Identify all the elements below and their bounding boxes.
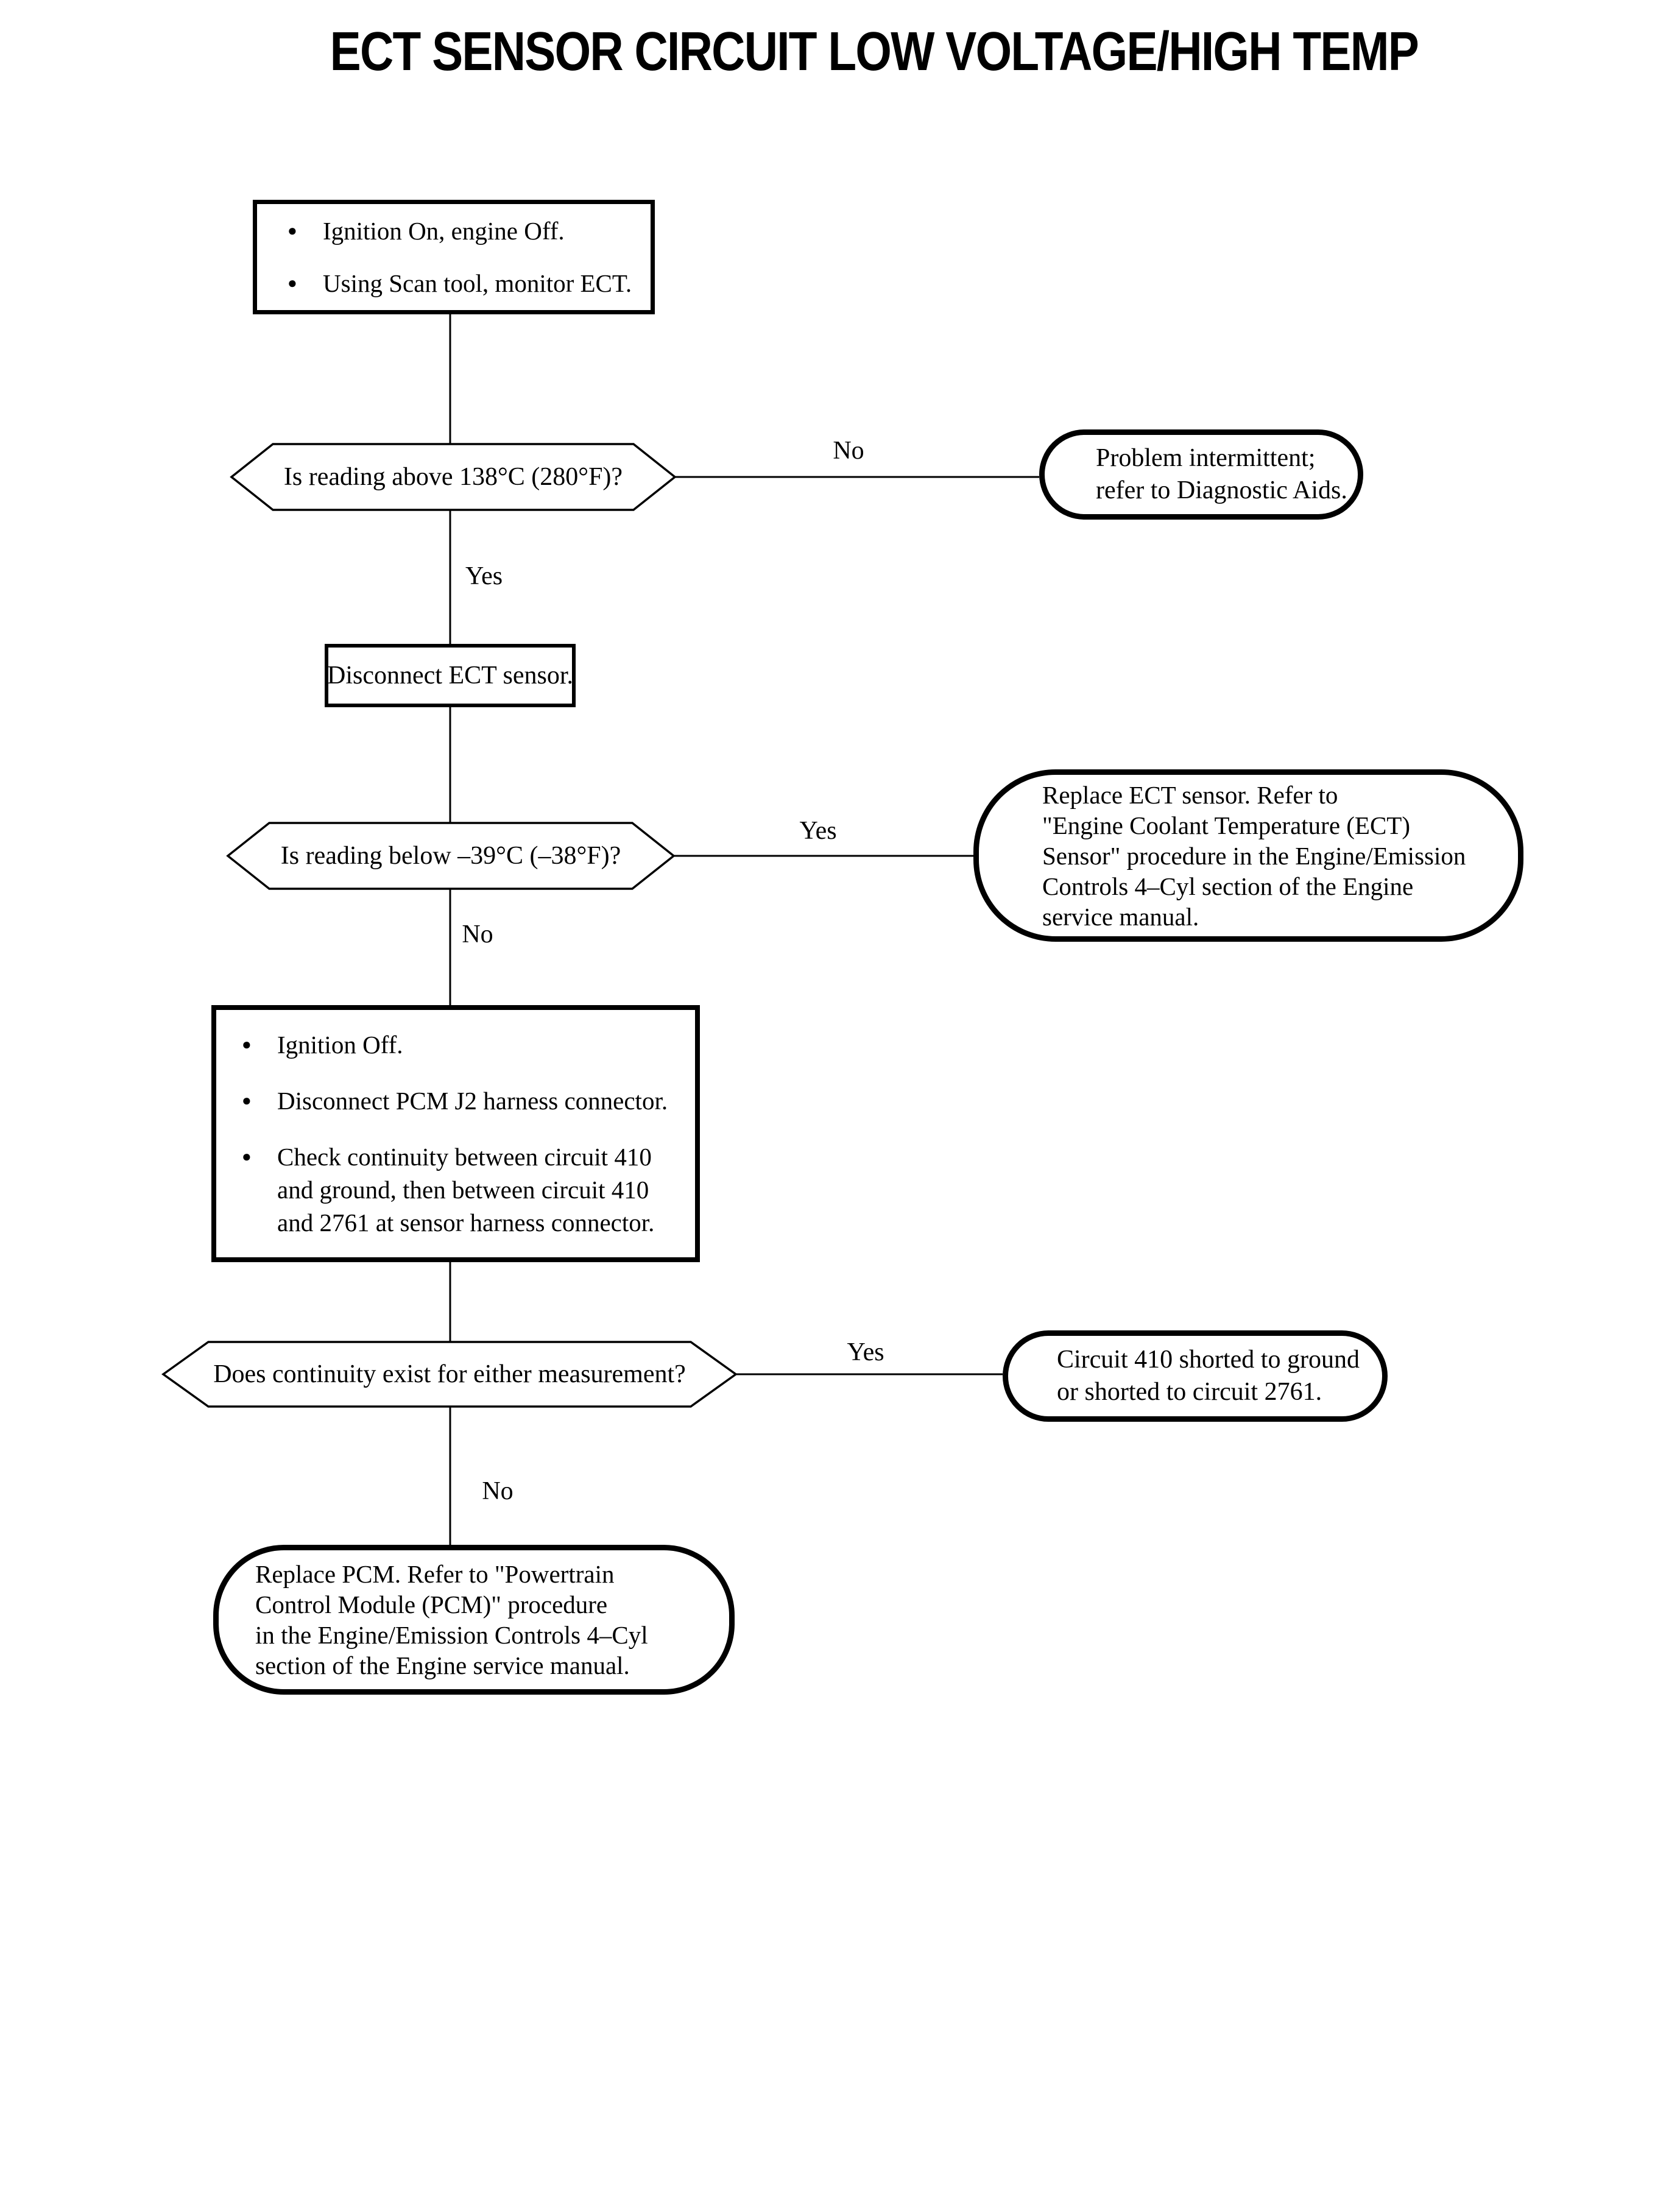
bullet-icon: ● (288, 222, 297, 239)
start-box: ● Ignition On, engine Off. ● Using Scan … (253, 200, 655, 314)
list-item: ● Using Scan tool, monitor ECT. (288, 267, 644, 300)
terminal-line: Sensor" procedure in the Engine/Emission (1042, 841, 1466, 870)
check-item-3: Check continuity between circuit 410 and… (277, 1143, 655, 1237)
terminal-line: Controls 4–Cyl section of the Engine (1042, 872, 1414, 900)
decision2-label: Is reading below –39°C (–38°F)? (280, 842, 621, 870)
terminal-replace-ect: Replace ECT sensor. Refer to "Engine Coo… (973, 769, 1523, 942)
action-check-box: ● Ignition Off. ● Disconnect PCM J2 harn… (211, 1005, 700, 1262)
page-title: ECT SENSOR CIRCUIT LOW VOLTAGE/HIGH TEMP (315, 18, 1433, 85)
terminal-line: Circuit 410 shorted to ground (1057, 1346, 1360, 1374)
start-item-2: Using Scan tool, monitor ECT. (323, 269, 632, 297)
decision1-yes-label: Yes (465, 562, 503, 590)
terminal-line: or shorted to circuit 2761. (1057, 1378, 1322, 1406)
decision3-no-label: No (482, 1477, 514, 1505)
terminal-line: Control Module (PCM)" procedure (255, 1590, 608, 1619)
terminal-line: "Engine Coolant Temperature (ECT) (1042, 811, 1411, 839)
terminal-problem-intermittent: Problem intermittent; refer to Diagnosti… (1039, 429, 1363, 520)
terminal-line: Problem intermittent; (1096, 444, 1316, 472)
start-item-1: Ignition On, engine Off. (323, 217, 565, 245)
bullet-icon: ● (288, 274, 297, 292)
page-title-text: ECT SENSOR CIRCUIT LOW VOLTAGE/HIGH TEMP (330, 21, 1419, 82)
terminal-line: service manual. (1042, 902, 1199, 931)
decision2-hexagon (226, 822, 676, 890)
decision1-no-label: No (833, 437, 864, 465)
decision1-label: Is reading above 138°C (280°F)? (283, 463, 623, 491)
decision2-no-label: No (462, 920, 493, 948)
terminal-line: refer to Diagnostic Aids. (1096, 476, 1347, 504)
bullet-icon: ● (242, 1092, 252, 1109)
list-item: ● Disconnect PCM J2 harness connector. (242, 1084, 689, 1117)
decision3-label: Does continuity exist for either measure… (213, 1360, 686, 1388)
decision2-yes-label: Yes (799, 817, 837, 845)
terminal-line: in the Engine/Emission Controls 4–Cyl (255, 1621, 648, 1649)
action-disconnect-box: Disconnect ECT sensor. (325, 644, 576, 707)
terminal-circuit-shorted: Circuit 410 shorted to ground or shorted… (1003, 1330, 1388, 1422)
decision3-hexagon (161, 1341, 738, 1408)
list-item: ● Check continuity between circuit 410 a… (242, 1140, 689, 1239)
terminal-replace-pcm: Replace PCM. Refer to "Powertrain Contro… (213, 1545, 735, 1695)
terminal-line: section of the Engine service manual. (255, 1651, 630, 1679)
list-item: ● Ignition Off. (242, 1028, 689, 1061)
terminal-line: Replace PCM. Refer to "Powertrain (255, 1560, 615, 1588)
check-item-1: Ignition Off. (277, 1031, 403, 1059)
terminal-line: Replace ECT sensor. Refer to (1042, 780, 1338, 809)
bullet-icon: ● (242, 1148, 252, 1165)
decision1-hexagon (230, 443, 677, 511)
check-item-2: Disconnect PCM J2 harness connector. (277, 1087, 668, 1115)
bullet-icon: ● (242, 1036, 252, 1053)
decision3-yes-label: Yes (847, 1338, 884, 1366)
list-item: ● Ignition On, engine Off. (288, 214, 644, 247)
